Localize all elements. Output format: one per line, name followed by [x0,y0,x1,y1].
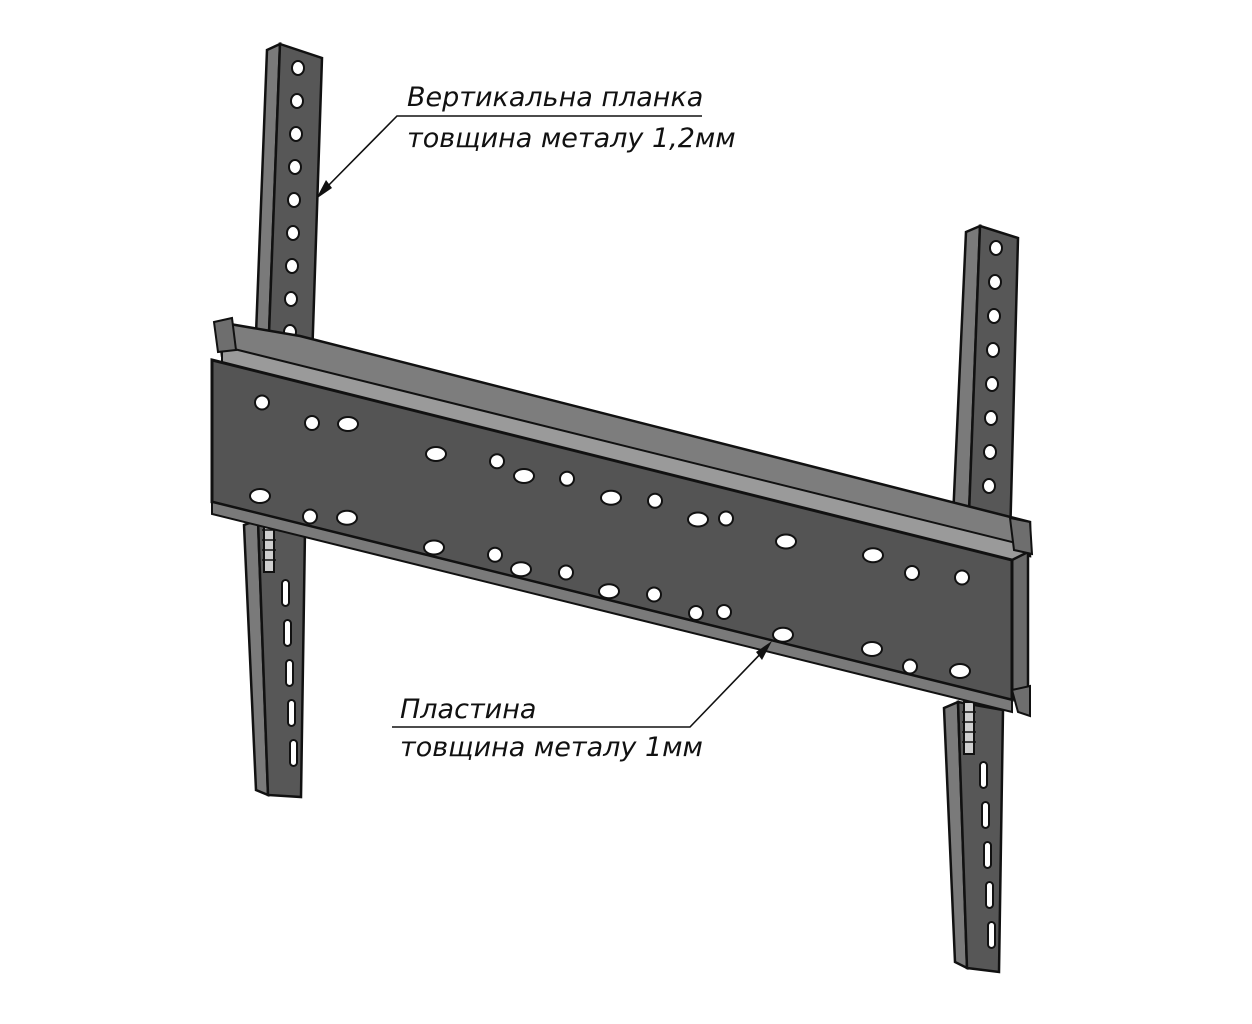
right-bar-slot [979,761,988,789]
plate-hole-lower [249,488,271,504]
left-bar-hole [285,258,299,274]
plate-hole-lower [487,546,503,563]
plate-hole-lower [598,583,620,600]
plate-hole-upper [904,565,920,581]
plate-hole-upper [304,415,320,431]
left-bar-hole [291,60,305,76]
arrow-head-vertical-bar [316,180,332,199]
plate-hole-lower [949,663,971,679]
plate-hole-lower [558,564,574,581]
mounting-plate [210,316,1034,718]
plate-hole-upper [559,470,575,487]
plate-hole-upper [425,446,447,462]
right-bar-slot [987,921,996,949]
plate-hole-upper [862,547,884,564]
right-bar-hole [984,410,998,426]
plate-hole-upper [337,416,359,432]
left-bar-hole [288,159,302,175]
plate-hole-upper [513,468,535,484]
plate-hole-upper [489,453,505,470]
right-bar-hole [983,444,997,460]
vertical-bar-label-thickness: товщина металу 1,2мм [407,123,736,154]
left-bar-slot [281,579,290,607]
left-bar-slot [285,659,294,687]
left-bar-hole [286,225,300,241]
plate-hole-upper [254,394,270,411]
plate-hole-lower [423,539,445,556]
left-bar-hole [284,291,298,307]
plate-label-name: Пластина [400,694,536,725]
plate-hole-lower [861,641,883,657]
right-bar-slots [979,761,996,949]
right-screw [963,701,975,755]
left-bar-hole [290,93,304,109]
left-bar-hole [289,126,303,142]
right-bar-hole [982,478,996,494]
right-vertical-bar [942,224,1020,974]
plate-hole-lower [688,605,704,621]
arrow-head-plate [756,641,772,660]
plate-right-hook [1008,516,1034,556]
plate-bottom-lip [211,500,1013,714]
right-bar-hole [988,274,1002,290]
plate-hole-lower [716,604,732,620]
plate-hole-upper [647,492,663,509]
right-bar-hole [985,376,999,392]
right-bar-hole [986,342,1000,358]
leader-line-vertical-bar [319,115,702,195]
plate-right-side [1010,549,1030,702]
left-bar-slot [283,619,292,647]
plate-left-hook [212,316,238,354]
plate-hole-lower [336,509,358,526]
plate-hole-lower [302,508,318,525]
plate-hole-upper [954,569,970,586]
plate-hole-lower [646,586,662,603]
plate-front-face [210,358,1014,702]
left-bar-slots [281,579,298,767]
plate-hole-lower [510,561,532,578]
right-bar-hole [989,240,1003,256]
plate-hole-lower [772,626,794,643]
plate-holes [249,394,971,679]
left-bar-slot [287,699,296,727]
right-bar-hole [987,308,1001,324]
callout-plate: Пластина товщина металу 1мм [392,641,772,763]
vertical-bar-label-name: Вертикальна планка [407,82,703,113]
plate-hole-upper [600,489,622,506]
left-bar-hole [287,192,301,208]
plate-hole-upper [687,511,709,528]
left-bar-slot [289,739,298,767]
callout-vertical-bar: Вертикальна планка товщина металу 1,2мм [316,82,736,199]
plate-hole-upper [775,533,797,550]
plate-label-thickness: товщина металу 1мм [400,732,703,763]
right-bar-holes [982,240,1003,494]
plate-hole-lower [902,658,918,675]
plate-hole-upper [718,510,734,527]
leader-line-plate [392,645,769,728]
right-bar-slot [985,881,994,909]
right-bar-slot [981,801,990,829]
right-bar-slot [983,841,992,869]
left-vertical-bar [242,42,324,799]
